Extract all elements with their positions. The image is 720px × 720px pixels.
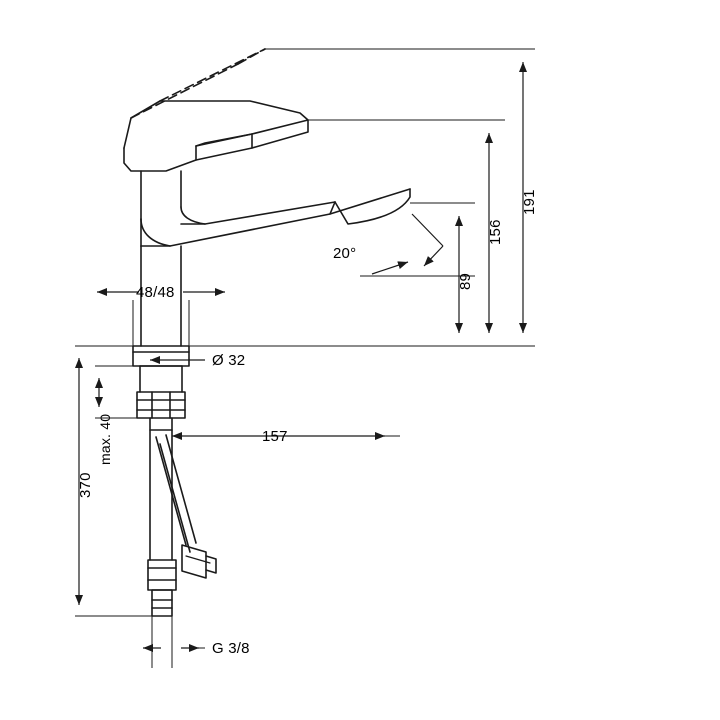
dim-label-g-3-8: G 3/8 — [212, 640, 250, 657]
dim-20deg-leader-right — [423, 245, 444, 267]
faucet-body-outline — [123, 48, 411, 617]
dim-label-diameter-32: Ø 32 — [212, 352, 246, 369]
dim-label-156: 156 — [487, 219, 504, 245]
dim-label-48-48: 48/48 — [136, 284, 175, 301]
dimension-lines — [75, 48, 535, 668]
dim-label-370: 370 — [77, 472, 94, 498]
dim-label-20-degrees: 20° — [333, 245, 357, 262]
dim-label-191: 191 — [521, 189, 538, 215]
dim-20deg-leader-tail — [411, 213, 444, 247]
dim-20deg-leader-left — [371, 261, 409, 275]
dim-label-89: 89 — [457, 272, 474, 290]
dim-label-max-40: max. 40 — [97, 413, 113, 465]
dim-label-157: 157 — [262, 428, 288, 445]
